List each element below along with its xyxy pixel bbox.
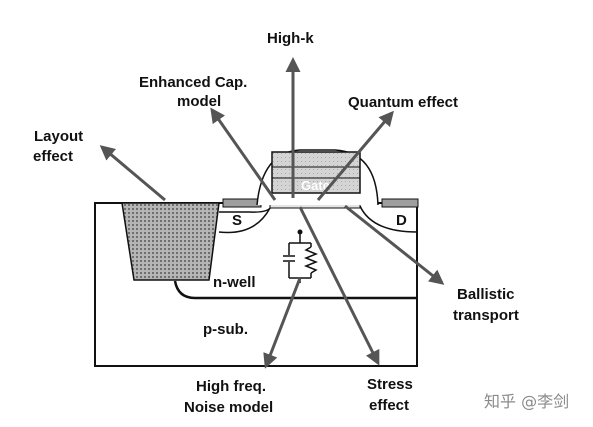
layout-label-2: effect [33,148,73,165]
watermark: 知乎 @李剑 [484,392,569,411]
high-k-label: High-k [267,30,314,47]
arrow-quantum [316,110,394,201]
enhanced-cap-label-2: model [177,93,221,110]
resistor-zigzag [303,246,319,274]
stress-label-2: effect [369,397,409,414]
source-label: S [232,212,242,229]
enhanced-cap-label: Enhanced Cap. [139,74,247,91]
arrow-ballistic [344,204,445,285]
ballistic-label: Ballistic [457,286,515,303]
drain-contact [381,198,419,208]
ballistic-label-2: transport [453,307,519,324]
drain-label: D [396,212,407,229]
quantum-label: Quantum effect [348,94,458,111]
arrow-layout [99,145,166,202]
gate-stack [271,151,361,194]
arrow-highfreq [263,277,302,369]
gate-label: Gate [301,178,330,193]
stress-label: Stress [367,376,413,393]
source-contact [222,198,262,208]
psub-label: p-sub. [203,321,248,338]
arrow-stress [298,206,380,366]
arrow-enhanced-cap [210,107,277,201]
nwell-label: n-well [213,274,256,291]
nwell-boundary [173,280,417,300]
drain-region-curve [359,205,418,233]
source-region-curve [218,207,271,234]
layout-label: Layout [34,128,83,145]
highfreq-label: High freq. [196,378,266,395]
sti-trench [121,202,220,281]
highfreq-label-2: Noise model [184,399,273,416]
